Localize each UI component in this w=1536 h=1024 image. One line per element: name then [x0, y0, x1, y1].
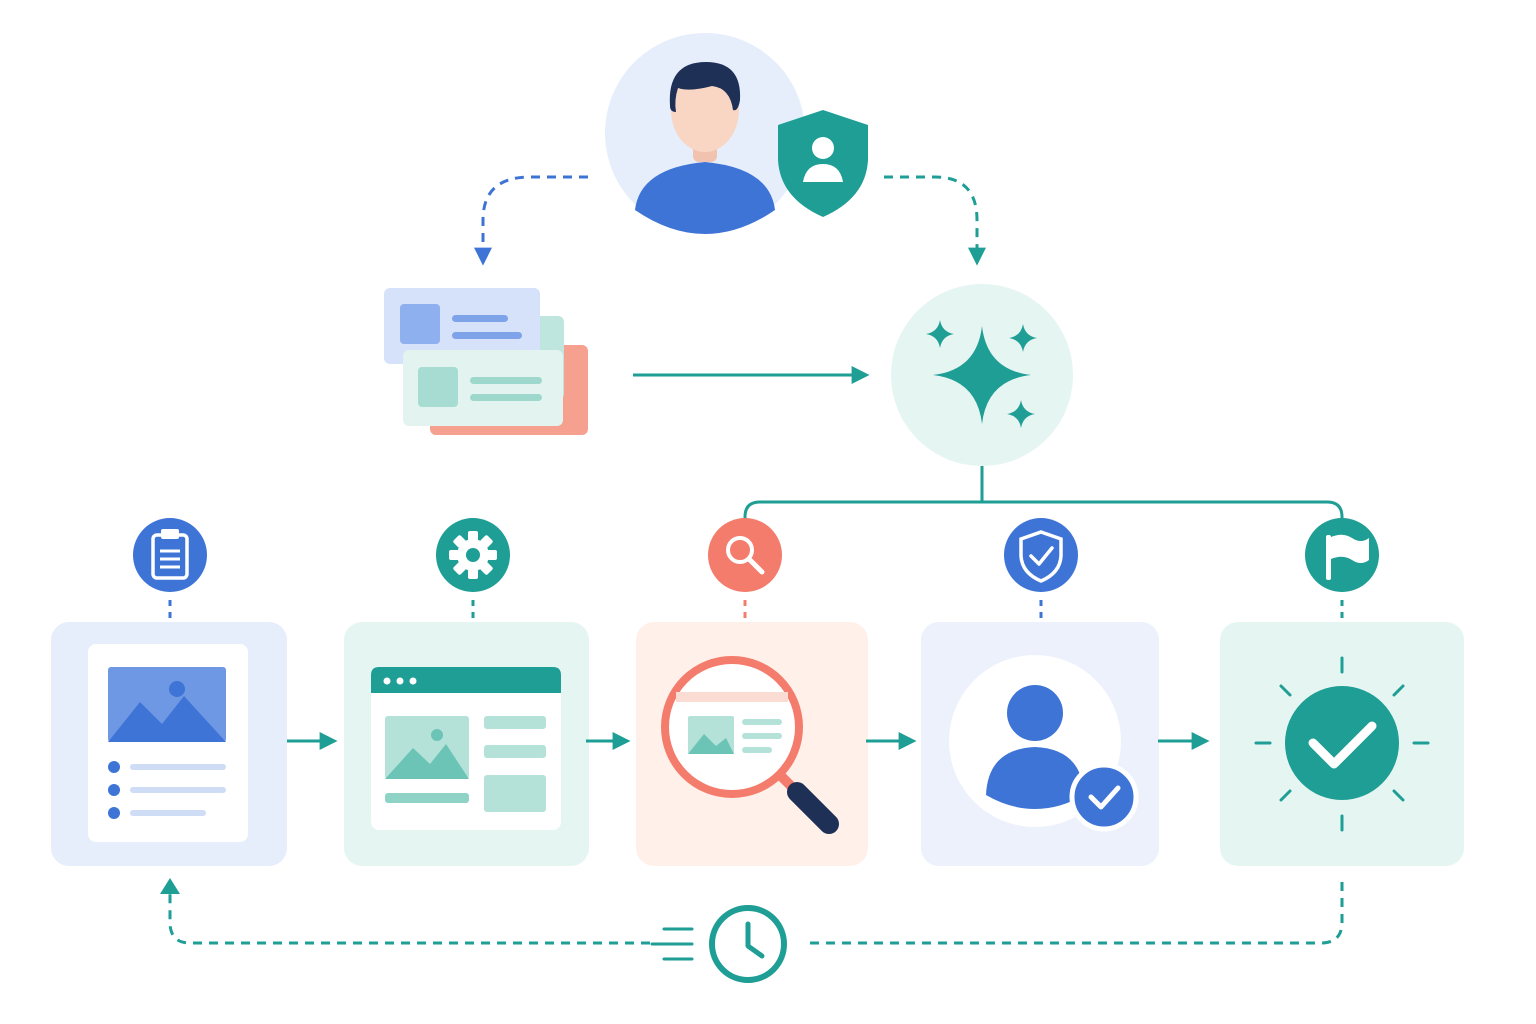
clipboard-icon	[151, 529, 189, 580]
user-node	[605, 33, 868, 234]
clipboard-badge	[133, 518, 207, 592]
search-badge	[708, 518, 782, 592]
badge-connectors	[168, 600, 1344, 622]
step-card-build	[344, 622, 589, 866]
flag-badge	[1305, 518, 1379, 592]
shield-check-icon	[1019, 530, 1063, 583]
shield-user-icon	[778, 110, 868, 217]
user-to-cards-connector	[474, 175, 588, 266]
step-card-approve	[921, 622, 1159, 866]
stacked-cards-icon	[384, 288, 588, 435]
document-image-icon	[88, 644, 248, 842]
loop-arrowhead	[160, 878, 180, 894]
ai-engine-node	[891, 284, 1073, 466]
user-check-icon	[949, 655, 1139, 832]
flag-icon	[1326, 534, 1369, 580]
clock-node	[650, 905, 787, 983]
sparkle-icon	[926, 320, 1037, 428]
gear-badge	[436, 518, 510, 592]
gear-icon	[449, 531, 497, 579]
loop-back-connector	[168, 882, 1344, 945]
step-card-brief	[51, 622, 287, 866]
search-icon	[726, 536, 765, 575]
shield-check-badge	[1004, 518, 1078, 592]
magnifier-preview-icon	[661, 656, 839, 834]
check-burst-icon	[1254, 656, 1430, 832]
user-to-ai-connector	[884, 175, 986, 266]
browser-layout-icon	[371, 667, 561, 830]
step-card-publish	[1220, 622, 1464, 866]
speed-lines	[650, 927, 694, 961]
ai-branch-connector	[743, 466, 1344, 530]
step-card-review	[636, 622, 868, 866]
user-avatar-icon	[635, 62, 775, 234]
clock-icon	[709, 905, 787, 983]
